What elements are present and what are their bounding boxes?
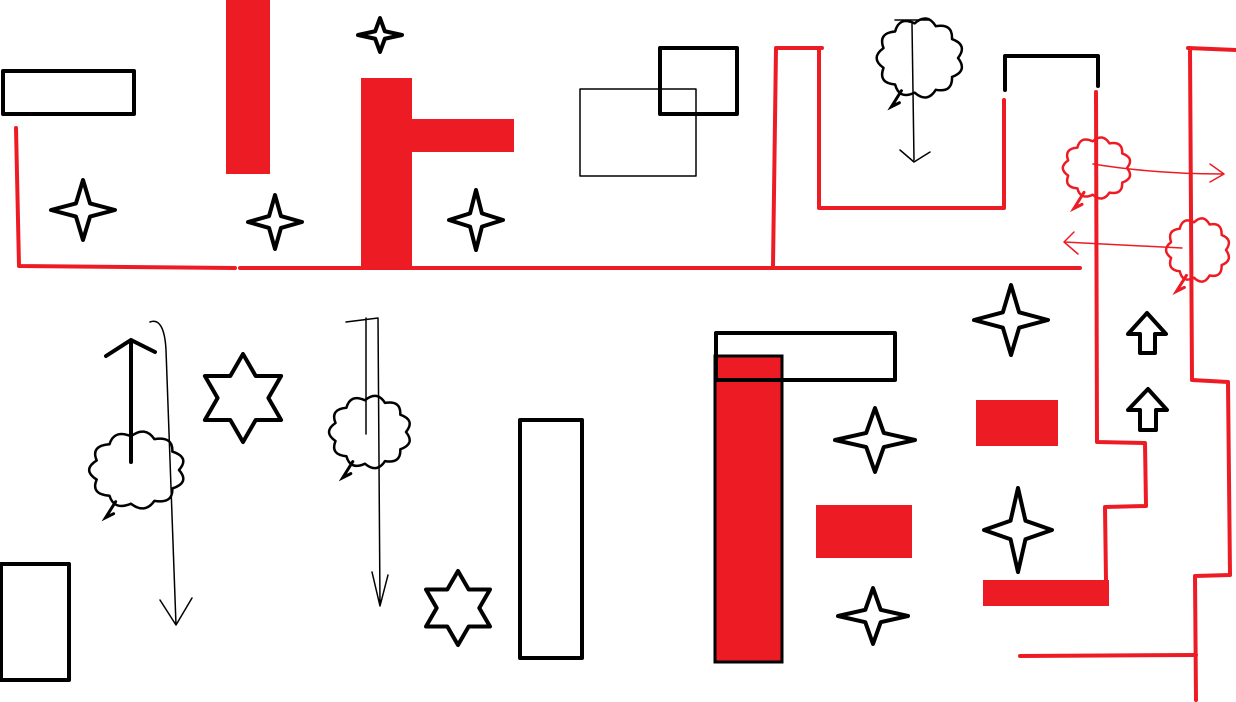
red-wall-lines bbox=[14, 46, 1236, 702]
arrow-icon bbox=[1092, 163, 1225, 183]
four-point-star-icon bbox=[356, 16, 404, 54]
arrows bbox=[104, 19, 1225, 626]
red-wall-corridor bbox=[771, 46, 1006, 268]
black-outlined-blocks bbox=[0, 46, 1100, 682]
cloud-tail-icon bbox=[1069, 190, 1086, 213]
red-wall-right-inner bbox=[1094, 90, 1148, 582]
cloud-tail-icon bbox=[101, 500, 118, 522]
red-block-middle bbox=[816, 505, 912, 558]
cloud-icon bbox=[327, 394, 411, 470]
four-point-star-icon bbox=[447, 188, 505, 252]
four-point-star-icon bbox=[246, 193, 304, 251]
cloud-tail-icon bbox=[887, 89, 903, 111]
outline-box-tall bbox=[518, 418, 584, 660]
outline-box-thin bbox=[579, 88, 697, 177]
red-block-t-shape bbox=[361, 78, 514, 270]
six-point-star-icon bbox=[424, 569, 492, 647]
outline-box-horizontal bbox=[714, 331, 897, 382]
red-block-small-right bbox=[976, 400, 1058, 446]
cloud-icon bbox=[87, 430, 185, 510]
red-block-bottom-bar bbox=[983, 580, 1109, 606]
red-block-vertical-top bbox=[226, 0, 270, 174]
six-point-stars bbox=[202, 352, 492, 647]
six-point-star-icon bbox=[202, 352, 284, 444]
four-point-star-icon bbox=[833, 406, 917, 474]
cloud-icon bbox=[1164, 217, 1231, 283]
arrow-icon bbox=[1063, 231, 1183, 255]
clouds bbox=[87, 17, 1231, 522]
outline-box-top-left bbox=[1, 69, 136, 116]
outline-gate-top bbox=[1003, 54, 1100, 92]
arrow-icon bbox=[149, 320, 193, 626]
outline-box-bottom-left bbox=[0, 562, 71, 682]
up-arrow-icon bbox=[1126, 311, 1168, 355]
outline-box-square bbox=[658, 46, 739, 116]
arrow-icon bbox=[104, 338, 157, 464]
four-point-star-icon bbox=[982, 486, 1054, 574]
red-filled-blocks bbox=[226, 0, 1109, 664]
red-wall-bottom-right bbox=[1018, 653, 1198, 658]
arrow-icon bbox=[894, 19, 931, 163]
red-wall-top-left bbox=[14, 126, 1082, 270]
arrow-icon bbox=[345, 317, 389, 607]
cloud-tail-icon bbox=[1172, 273, 1188, 296]
four-point-star-icon bbox=[836, 586, 910, 646]
four-point-star-icon bbox=[49, 178, 117, 242]
red-block-tall bbox=[713, 354, 784, 664]
up-arrow-icon bbox=[1126, 387, 1169, 432]
cloud-tail-icon bbox=[338, 460, 355, 482]
cloud-icon bbox=[1061, 136, 1132, 200]
red-wall-right-outer bbox=[1186, 46, 1236, 702]
four-point-stars bbox=[49, 16, 1054, 646]
cloud-icon bbox=[875, 17, 964, 99]
four-point-star-icon bbox=[972, 283, 1050, 357]
